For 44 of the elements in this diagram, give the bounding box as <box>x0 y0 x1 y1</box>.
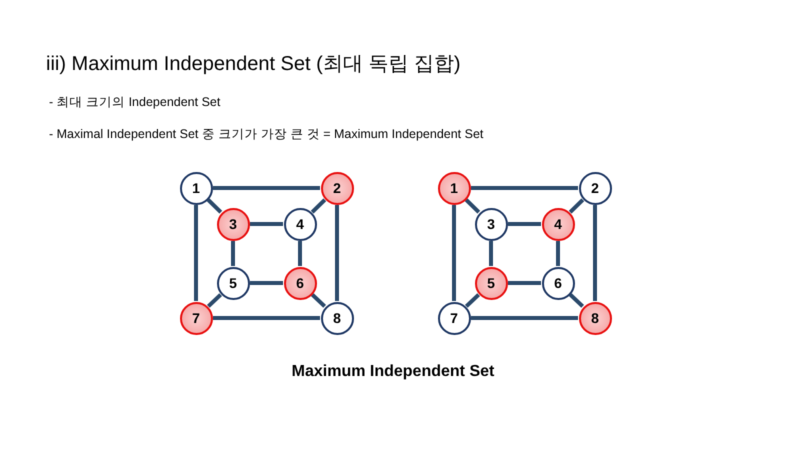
vertex-number: 2 <box>333 181 341 195</box>
graph-edge <box>464 293 480 308</box>
graph-edge <box>213 316 320 320</box>
vertex-number: 7 <box>450 311 458 325</box>
vertex-number: 5 <box>229 276 237 290</box>
graph-edge <box>206 293 222 308</box>
graph-edge <box>471 316 578 320</box>
vertex-number: 1 <box>450 181 458 195</box>
vertex-number: 6 <box>296 276 304 290</box>
vertex-number: 4 <box>554 217 562 231</box>
graph-edge <box>194 205 198 301</box>
graph-edge <box>250 281 283 285</box>
graph-edge <box>298 241 302 266</box>
vertex-number: 8 <box>591 311 599 325</box>
graph-edge <box>213 186 320 190</box>
graph-edge <box>310 198 326 214</box>
vertex-number: 3 <box>229 217 237 231</box>
bullet-text: - 최대 크기의 Independent Set <box>49 94 220 110</box>
graph-edge <box>471 186 578 190</box>
vertex-number: 3 <box>487 217 495 231</box>
vertex-number: 5 <box>487 276 495 290</box>
graph-edge <box>452 205 456 301</box>
vertex-number: 8 <box>333 311 341 325</box>
vertex-number: 4 <box>296 217 304 231</box>
graph-edge <box>568 293 584 308</box>
graph-edge <box>250 222 283 226</box>
graph-edge <box>231 241 235 266</box>
caption: Maximum Independent Set <box>290 362 496 382</box>
graph-edge <box>508 222 541 226</box>
graph-edge <box>568 198 584 214</box>
vertex-number: 2 <box>591 181 599 195</box>
bullet-text: - Maximal Independent Set 중 크기가 가장 큰 것 = Maximum Independent Set <box>49 126 484 142</box>
title: iii) Maximum Independent Set (최대 독립 집합) <box>46 52 461 77</box>
graph-edge <box>489 241 493 266</box>
graph-edge <box>310 293 326 308</box>
vertex-number: 1 <box>192 181 200 195</box>
graph-edge <box>206 198 222 214</box>
graph-edge <box>593 205 597 301</box>
graph-edge <box>464 198 480 214</box>
graph-edge <box>508 281 541 285</box>
graph-edge <box>335 205 339 301</box>
graph-edge <box>556 241 560 266</box>
vertex-number: 6 <box>554 276 562 290</box>
vertex-number: 7 <box>192 311 200 325</box>
